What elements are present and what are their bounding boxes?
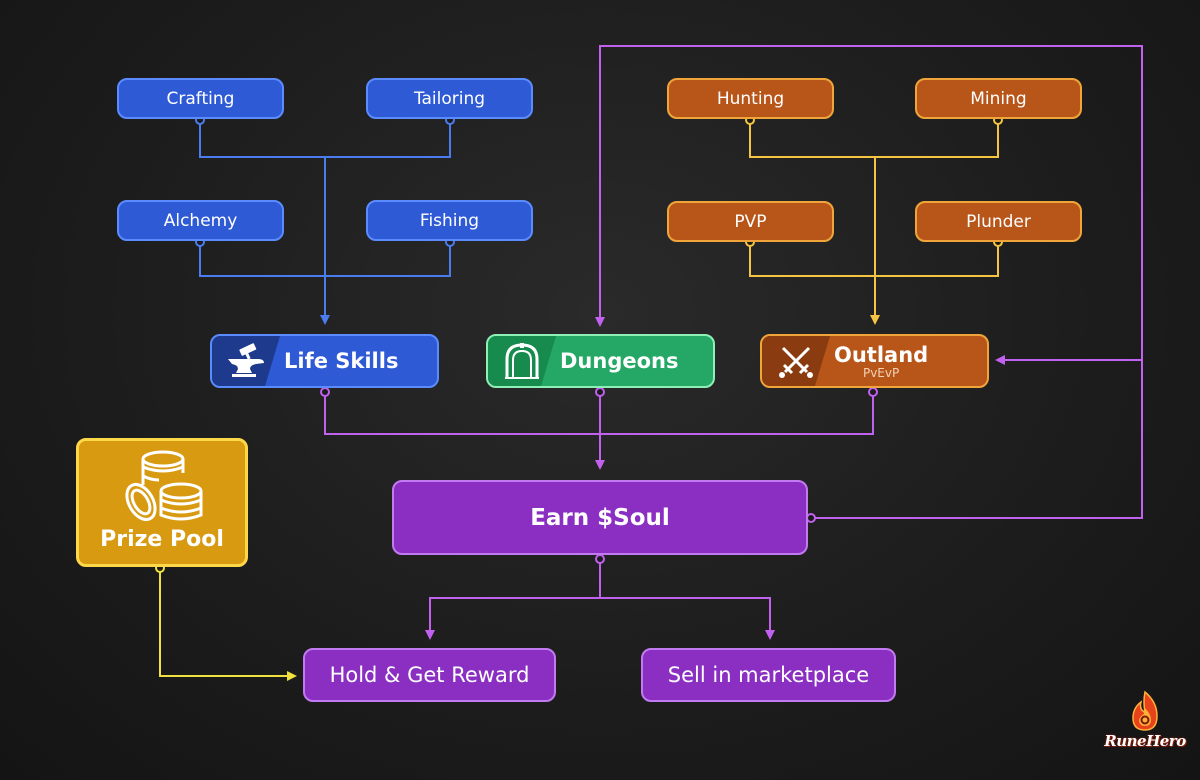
hunting-node: Hunting <box>667 78 834 119</box>
earn-connectors <box>324 45 1143 640</box>
pvp-node: PVP <box>667 201 834 242</box>
crossed-swords-icon <box>762 336 830 386</box>
outland-node: Outland PvEvP <box>760 334 989 388</box>
crafting-node: Crafting <box>117 78 284 119</box>
runehero-logo: RuneHero <box>1102 690 1188 762</box>
flame-logo-icon <box>1132 690 1158 731</box>
fishing-node: Fishing <box>366 200 533 241</box>
tailoring-node: Tailoring <box>366 78 533 119</box>
alchemy-node: Alchemy <box>117 200 284 241</box>
dungeon-gate-icon <box>488 336 556 386</box>
logo-text: RuneHero <box>1104 732 1186 750</box>
hold-reward-node: Hold & Get Reward <box>303 648 556 702</box>
mining-node: Mining <box>915 78 1082 119</box>
plunder-node: Plunder <box>915 201 1082 242</box>
prize-pool-connector <box>159 567 297 681</box>
life-skills-node: Life Skills <box>210 334 439 388</box>
sell-marketplace-node: Sell in marketplace <box>641 648 896 702</box>
life-skills-label: Life Skills <box>284 349 399 373</box>
prize-pool-node: Prize Pool <box>76 438 248 567</box>
coin-stacks-icon <box>125 450 203 522</box>
earn-soul-node: Earn $Soul <box>392 480 808 555</box>
outland-connectors <box>749 119 999 325</box>
anvil-hammer-icon <box>212 336 280 386</box>
earn-soul-label: Earn $Soul <box>530 504 670 531</box>
dungeons-node: Dungeons <box>486 334 715 388</box>
dungeons-label: Dungeons <box>560 349 679 373</box>
life-skills-connectors <box>199 119 451 325</box>
outland-sublabel: PvEvP <box>862 365 900 380</box>
prize-pool-label: Prize Pool <box>100 527 224 552</box>
outland-label: Outland <box>834 342 929 367</box>
